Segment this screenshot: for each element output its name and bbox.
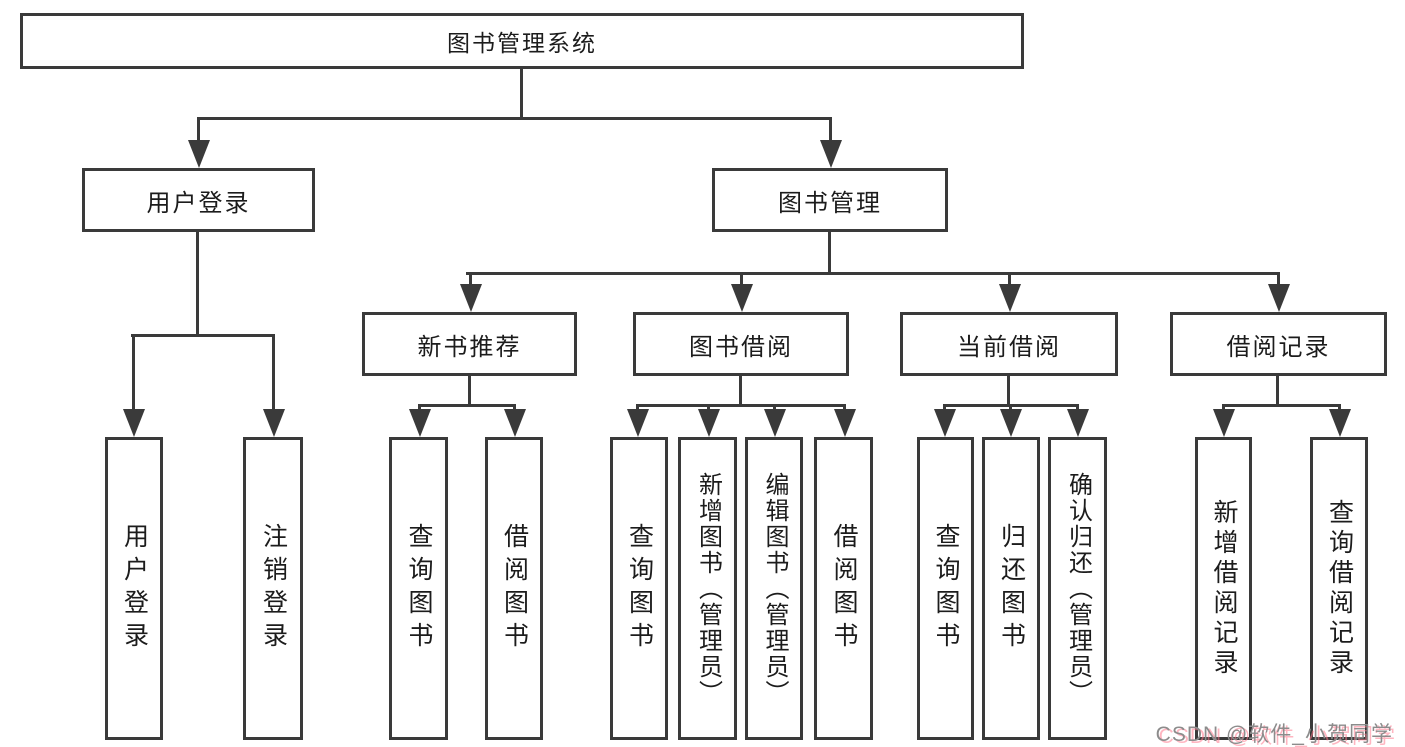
- arrow-down-to-leaf-add-record: [1222, 405, 1225, 409]
- leaf-add-books-admin: 新增图书（管理员）: [678, 437, 737, 740]
- arrow-down-to-current-borrowing: [1008, 272, 1011, 284]
- leaf-confirm-return-admin-label: 确认归还（管理员）: [1064, 471, 1092, 706]
- arrow-down-to-leaf-borrow-books-1: [513, 405, 516, 409]
- leaf-logout-label: 注销登录: [259, 522, 288, 655]
- connector-root-stem: [520, 67, 523, 119]
- leaf-add-books-admin-label: 新增图书（管理员）: [694, 471, 722, 706]
- leaf-add-borrow-record: 新增借阅记录: [1195, 437, 1252, 740]
- leaf-user-login: 用户登录: [105, 437, 163, 740]
- arrow-down-to-leaf-add-books: [707, 405, 710, 409]
- node-borrowing-records: 借阅记录: [1170, 312, 1387, 376]
- node-book-management: 图书管理: [712, 168, 948, 232]
- leaf-query-books-1: 查询图书: [389, 437, 448, 740]
- connector-borrowing-records-stem: [1276, 374, 1279, 407]
- connector-new-book-rail: [418, 404, 516, 407]
- connector-book-borrowing-rail: [636, 404, 846, 407]
- leaf-edit-books-admin: 编辑图书（管理员）: [745, 437, 803, 740]
- node-book-borrowing: 图书借阅: [633, 312, 849, 376]
- connector-book-borrowing-stem: [739, 374, 742, 407]
- leaf-query-books-2: 查询图书: [610, 437, 668, 740]
- arrow-down-to-leaf-return-books: [1009, 405, 1012, 409]
- node-root: 图书管理系统: [20, 13, 1024, 69]
- arrow-down-to-leaf-query-books-2: [636, 405, 639, 409]
- arrow-down-to-leaf-logout: [272, 335, 275, 409]
- leaf-borrow-books-1: 借阅图书: [485, 437, 543, 740]
- leaf-query-borrow-record: 查询借阅记录: [1310, 437, 1368, 740]
- leaf-borrow-books-1-label: 借阅图书: [500, 522, 529, 655]
- arrow-down-to-leaf-borrow-books-2: [843, 405, 846, 409]
- connector-current-borrowing-stem: [1007, 374, 1010, 407]
- arrow-down-to-leaf-query-books-3: [943, 405, 946, 409]
- leaf-add-borrow-record-label: 新增借阅记录: [1210, 498, 1238, 679]
- leaf-return-books: 归还图书: [982, 437, 1040, 740]
- connector-borrowing-records-rail: [1222, 404, 1341, 407]
- arrow-down-to-new-book-recommend: [469, 272, 472, 284]
- leaf-query-books-2-label: 查询图书: [625, 522, 654, 655]
- connector-book-mgmt-stem: [828, 230, 831, 274]
- leaf-confirm-return-admin: 确认归还（管理员）: [1048, 437, 1107, 740]
- node-current-borrowing: 当前借阅: [900, 312, 1118, 376]
- node-new-book-recommend: 新书推荐: [362, 312, 577, 376]
- leaf-query-books-3: 查询图书: [917, 437, 974, 740]
- connector-book-mgmt-rail: [466, 272, 1280, 275]
- csdn-watermark: CSDN @软件_小贺同学: [1155, 723, 1393, 746]
- arrow-down-to-user-login: [197, 117, 200, 140]
- leaf-logout: 注销登录: [243, 437, 303, 740]
- leaf-borrow-books-2: 借阅图书: [814, 437, 873, 740]
- connector-user-login-rail: [131, 334, 275, 337]
- connector-new-book-stem: [468, 374, 471, 407]
- node-user-login: 用户登录: [82, 168, 315, 232]
- leaf-borrow-books-2-label: 借阅图书: [830, 522, 858, 655]
- arrow-down-to-book-management: [829, 117, 832, 140]
- leaf-query-borrow-record-label: 查询借阅记录: [1325, 498, 1354, 679]
- leaf-query-books-1-label: 查询图书: [405, 522, 433, 655]
- leaf-return-books-label: 归还图书: [997, 522, 1026, 655]
- connector-user-login-stem: [196, 230, 199, 336]
- leaf-user-login-label: 用户登录: [120, 522, 149, 655]
- connector-root-rail: [197, 117, 831, 120]
- arrow-down-to-leaf-edit-books: [773, 405, 776, 409]
- leaf-edit-books-admin-label: 编辑图书（管理员）: [761, 471, 788, 706]
- arrow-down-to-book-borrowing: [740, 272, 743, 284]
- arrow-down-to-leaf-user-login: [132, 335, 135, 409]
- arrow-down-to-leaf-query-record: [1338, 405, 1341, 409]
- arrow-down-to-leaf-query-books-1: [418, 405, 421, 409]
- arrow-down-to-leaf-confirm-return: [1076, 405, 1079, 409]
- arrow-down-to-borrowing-records: [1277, 272, 1280, 284]
- leaf-query-books-3-label: 查询图书: [932, 522, 960, 655]
